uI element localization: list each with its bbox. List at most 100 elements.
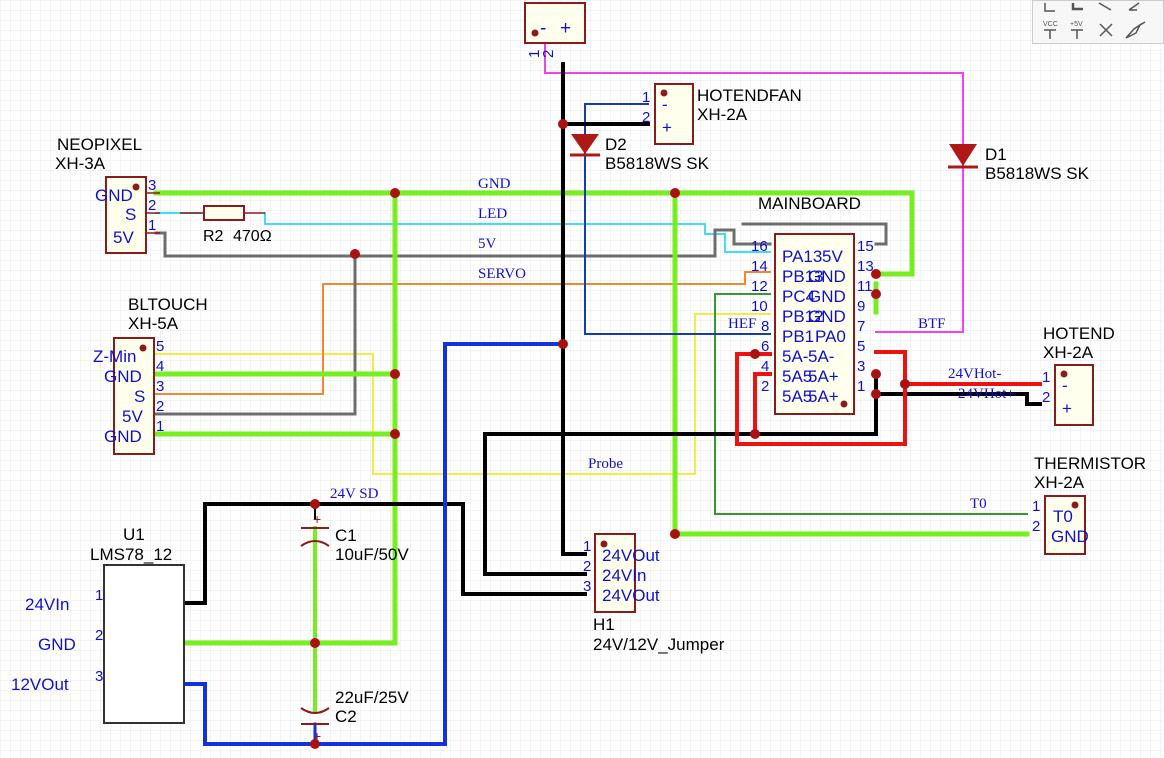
wire-gnd-vertical[interactable]	[120, 190, 398, 646]
mainboard-left-pins: 16 14 12 10 8 6 4 2	[751, 238, 769, 395]
mb-pin-num: 16	[751, 238, 768, 255]
mb-pin-num: 14	[751, 258, 768, 275]
wire-24v-sd[interactable]	[121, 502, 587, 605]
diode-d1-triangle	[949, 144, 977, 166]
mb-pin-label: 5A+	[808, 367, 839, 386]
wire-24vhot-plus[interactable]	[874, 392, 1042, 406]
wire-24v-main[interactable]	[561, 62, 587, 556]
wire-icon[interactable]	[1044, 3, 1055, 12]
thermistor-pin1-label: T0	[1053, 507, 1073, 526]
capacitor-c2[interactable]: + 22uF/25V C2	[300, 688, 409, 744]
wire-24vhot-minus-loop[interactable]	[735, 350, 907, 446]
resistor-r2[interactable]: R2 470Ω	[180, 205, 272, 245]
hotend-type: XH-2A	[1043, 343, 1094, 362]
diode-d2[interactable]: D2 B5818WS SK	[570, 134, 710, 173]
wire-hef[interactable]	[584, 103, 771, 335]
wire-5a5[interactable]	[753, 372, 772, 436]
bltouch-pin4-num: 4	[156, 358, 164, 375]
plus5v-icon[interactable]: +5V	[1070, 21, 1083, 39]
mb-pin-label: 5A5	[782, 387, 812, 406]
wire-btf[interactable]	[544, 39, 964, 333]
mainboard-connector[interactable]: MAINBOARD 16 14 12 10 8 6 4 2 PA13 PB13 …	[751, 194, 874, 415]
mainboard-body	[774, 233, 855, 415]
neopixel-pin3-label: GND	[95, 186, 133, 205]
mb-pin-num: 3	[857, 358, 865, 375]
power-pin1-num: 1	[526, 50, 543, 58]
resistor-body	[203, 205, 245, 221]
pin1-marker	[1071, 501, 1079, 509]
mb-pin-num: 12	[751, 278, 768, 295]
diode-d1[interactable]: D1 B5818WS SK	[948, 144, 1090, 183]
probe-icon[interactable]	[1125, 21, 1146, 39]
wire-5v[interactable]	[154, 228, 772, 258]
junction-dot	[871, 369, 881, 379]
mb-pin-label: GND	[808, 287, 846, 306]
mb-pin-num: 7	[857, 318, 865, 335]
mb-pin-num: 6	[761, 338, 769, 355]
c1-plus: +	[313, 511, 321, 527]
thermistor-connector[interactable]: THERMISTOR XH-2A T0 GND 1 2	[1032, 454, 1146, 555]
thermistor-pin2-label: GND	[1051, 527, 1089, 546]
mb-pin-num: 2	[761, 378, 769, 395]
mb-pin-label: PA0	[815, 327, 846, 346]
neopixel-pin2-num: 2	[148, 197, 156, 214]
mb-pin-num: 8	[761, 318, 769, 335]
wire-12v[interactable]	[121, 342, 565, 746]
mb-pin-num: 5	[857, 338, 865, 355]
mb-pin-num: 4	[761, 358, 769, 375]
regulator-u1[interactable]: U1 LMS78_12 24VIn GND 12VOut 1 2 3	[11, 525, 185, 724]
wire-servo[interactable]	[155, 271, 771, 395]
thermistor-type: XH-2A	[1034, 473, 1085, 492]
u1-value: LMS78_12	[90, 545, 172, 564]
hotend-pin2-num: 2	[1042, 389, 1050, 406]
pin1-marker	[132, 183, 140, 191]
edit-icon[interactable]	[1128, 2, 1140, 11]
mb-pin-num: 1	[857, 378, 865, 395]
hotendfan-minus: -	[662, 95, 668, 114]
bltouch-connector[interactable]: BLTOUCH XH-5A Z-Min GND S 5V GND 5 4 3 2…	[93, 295, 208, 455]
u1-pin3-label: 12VOut	[11, 675, 69, 694]
mb-pin-label: 5A-	[808, 347, 834, 366]
junction-dot	[390, 429, 400, 439]
c2-ref: C2	[335, 707, 357, 726]
d1-ref: D1	[985, 145, 1007, 164]
neopixel-connector[interactable]: NEOPIXEL XH-3A GND S 5V 3 2 1	[55, 135, 160, 254]
d2-value: B5818WS SK	[605, 154, 710, 173]
h1-pin3-label: 24VOut	[602, 586, 660, 605]
wire-t0[interactable]	[714, 293, 1028, 515]
mb-pin-num: 9	[857, 298, 865, 315]
jumper-h1[interactable]: 24VOut 24VIn 24VOut 1 2 3 H1 24V/12V_Jum…	[583, 533, 725, 654]
power-minus: -	[540, 18, 546, 39]
neopixel-pin2-label: S	[125, 205, 136, 224]
bltouch-type: XH-5A	[128, 314, 179, 333]
h1-pin1-label: 24VOut	[602, 546, 660, 565]
net-label-led: LED	[478, 206, 507, 222]
capacitor-c1-plate	[300, 540, 330, 547]
power-connector-body	[524, 2, 586, 44]
wire-led-b[interactable]	[264, 212, 771, 253]
hotend-connector[interactable]: HOTEND XH-2A - + 1 2	[1042, 324, 1115, 426]
hotendfan-connector[interactable]: - + 1 2 HOTENDFAN XH-2A	[642, 83, 802, 145]
thermistor-pin1-num: 1	[1032, 498, 1040, 515]
junction-dot	[558, 119, 568, 129]
capacitor-c1[interactable]: + C1 10uF/50V	[300, 511, 409, 564]
power-input-connector[interactable]: - + 1 2	[524, 2, 586, 58]
line-icon[interactable]	[1098, 2, 1112, 11]
wire-5v-mb[interactable]	[741, 222, 888, 246]
hotendfan-name: HOTENDFAN	[697, 86, 802, 105]
net-labels: GND LED 5V SERVO HEF BTF Probe 24V SD 24…	[330, 176, 1015, 512]
wire-probe[interactable]	[155, 313, 771, 475]
bus-icon[interactable]	[1071, 3, 1083, 11]
d1-value: B5818WS SK	[985, 164, 1090, 183]
wire-gnd-main[interactable]	[153, 190, 915, 277]
mb-pin-label: 5A5	[782, 367, 812, 386]
mb-pin-label: PB1	[782, 327, 814, 346]
vcc-icon[interactable]: VCC	[1043, 21, 1058, 39]
pin1-marker	[1060, 370, 1068, 378]
mb-pin-label: PB12	[782, 307, 824, 326]
no-connect-icon[interactable]	[1099, 23, 1113, 37]
u1-pin2-num: 2	[95, 627, 103, 644]
wire-5v-bltouch[interactable]	[154, 252, 357, 416]
wire-24vin[interactable]	[483, 372, 878, 576]
